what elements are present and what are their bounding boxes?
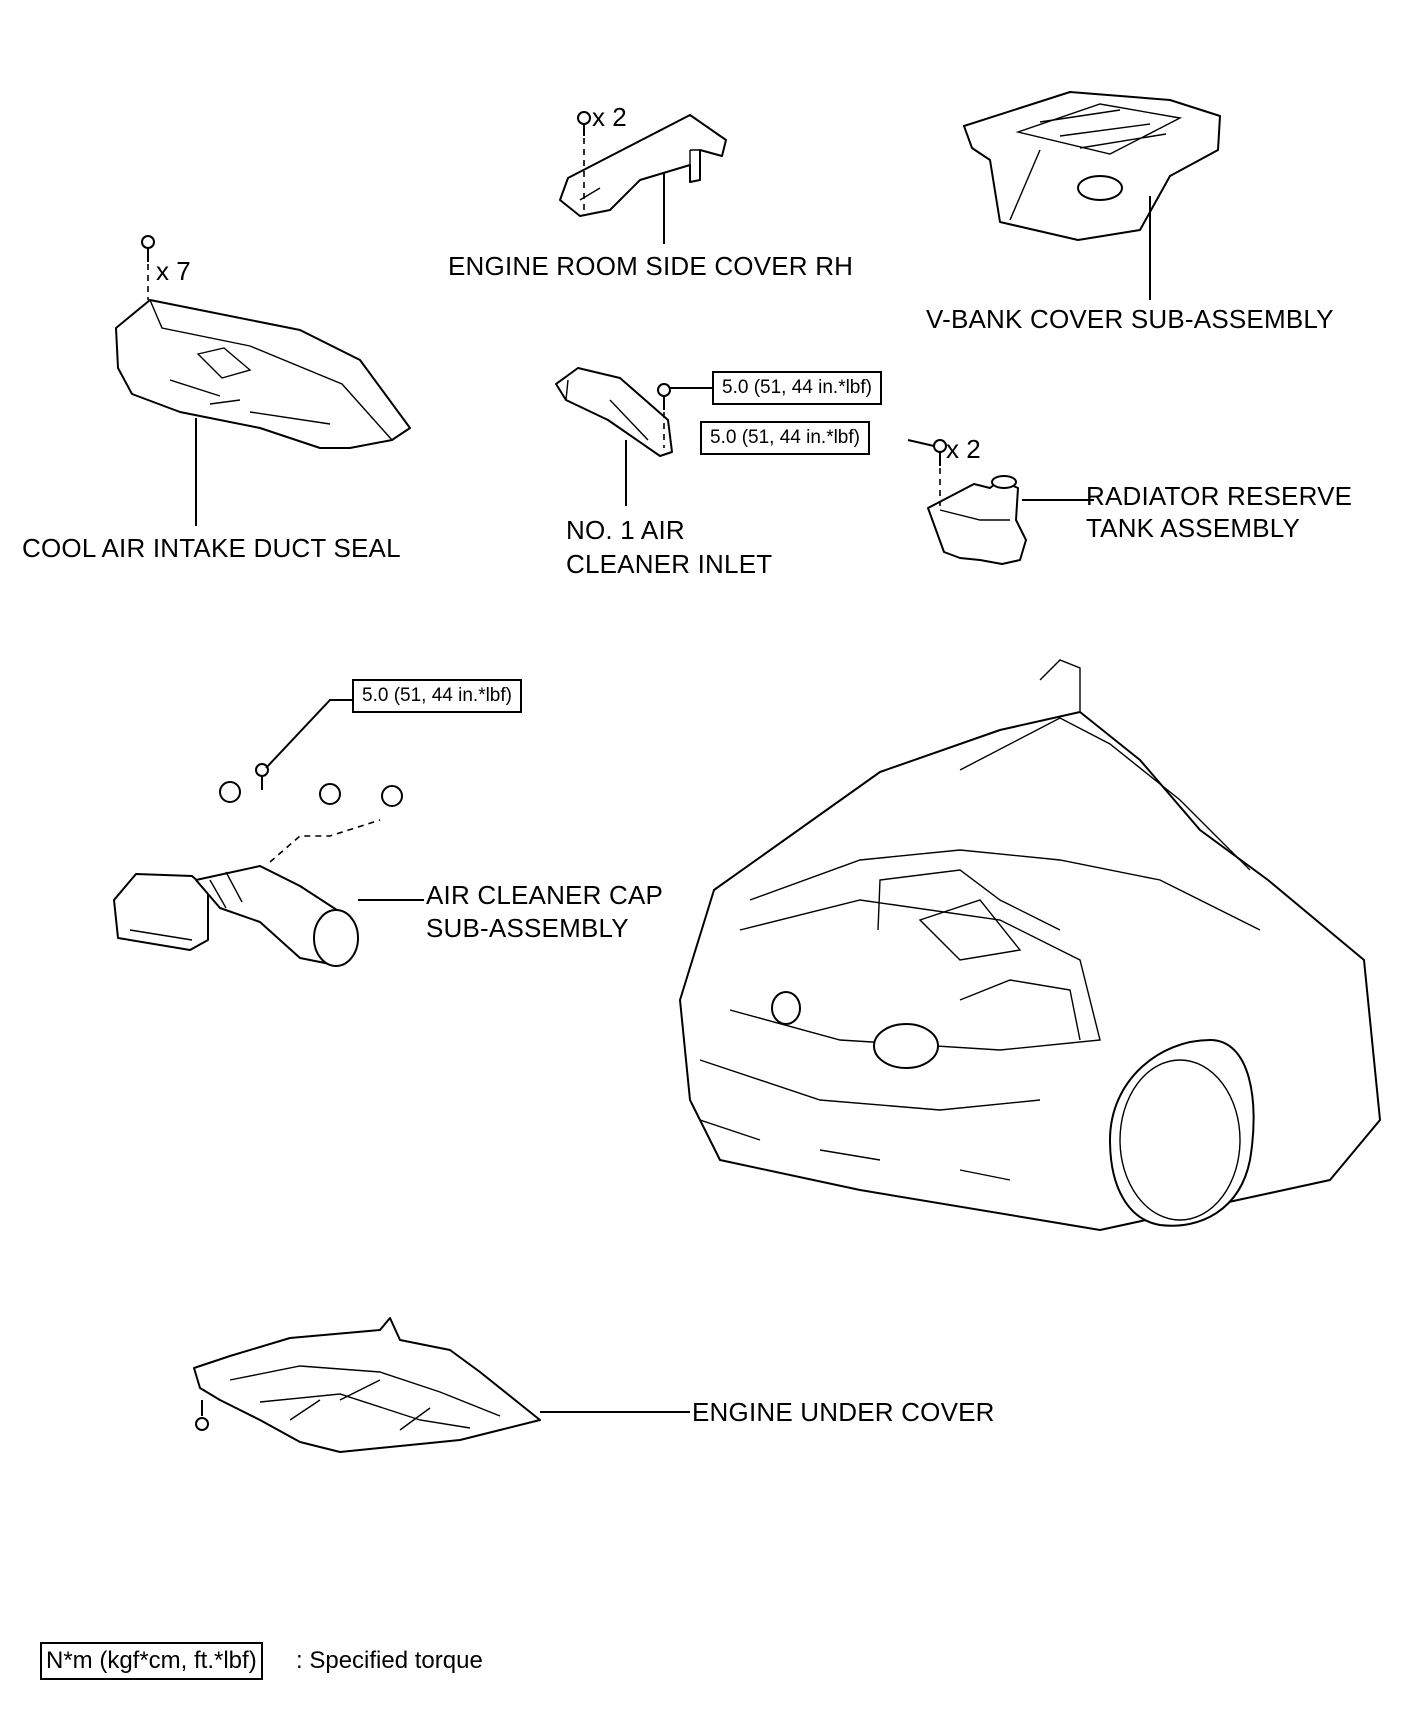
air-cleaner-cap-torque-box: 5.0 (51, 44 in.*lbf) [352,679,522,713]
engine-room-side-cover-rh-label: ENGINE ROOM SIDE COVER RH [448,251,854,281]
radiator-reserve-tank-label-line1: RADIATOR RESERVE [1086,481,1353,511]
reserve-tank-bolt-icon [933,439,947,466]
cool-air-intake-duct-seal-part [115,299,411,449]
torque-legend-units: N*m (kgf*cm, ft.*lbf) [40,1642,263,1680]
cool-air-intake-duct-seal-label: COOL AIR INTAKE DUCT SEAL [22,533,401,563]
torque-legend-description: : Specified torque [296,1647,483,1674]
air-cleaner-inlet-torque-box: 5.0 (51, 44 in.*lbf) [712,371,882,405]
hose-clamp-icon [219,781,403,807]
side-cover-clip-icon [577,111,591,136]
no1-air-cleaner-inlet-part [555,367,673,457]
vehicle-front-illustration [679,659,1381,1231]
duct-seal-clip-quantity: x 7 [156,256,191,286]
air-cleaner-cap-part [113,865,359,967]
v-bank-cover-label: V-BANK COVER SUB-ASSEMBLY [926,304,1334,334]
reserve-tank-bolt-quantity: x 2 [946,434,981,464]
radiator-reserve-tank-label-line2: TANK ASSEMBLY [1086,513,1301,543]
v-bank-cover-part [963,91,1221,241]
air-cleaner-cap-label-line1: AIR CLEANER CAP [426,880,664,910]
side-cover-clip-quantity: x 2 [592,102,627,132]
reserve-tank-torque-box: 5.0 (51, 44 in.*lbf) [700,421,870,455]
under-cover-bolt-icon [195,1400,209,1431]
duct-seal-clip-icon [141,235,155,262]
air-cleaner-bolt-icon [255,763,269,790]
radiator-reserve-tank-part [927,475,1027,565]
no1-air-cleaner-inlet-label-line1: NO. 1 AIR [566,515,685,545]
air-cleaner-cap-label-line2: SUB-ASSEMBLY [426,913,629,943]
engine-under-cover-label: ENGINE UNDER COVER [692,1397,995,1427]
inlet-bolt-icon [657,383,671,410]
engine-under-cover-part [193,1317,541,1453]
no1-air-cleaner-inlet-label-line2: CLEANER INLET [566,549,773,579]
